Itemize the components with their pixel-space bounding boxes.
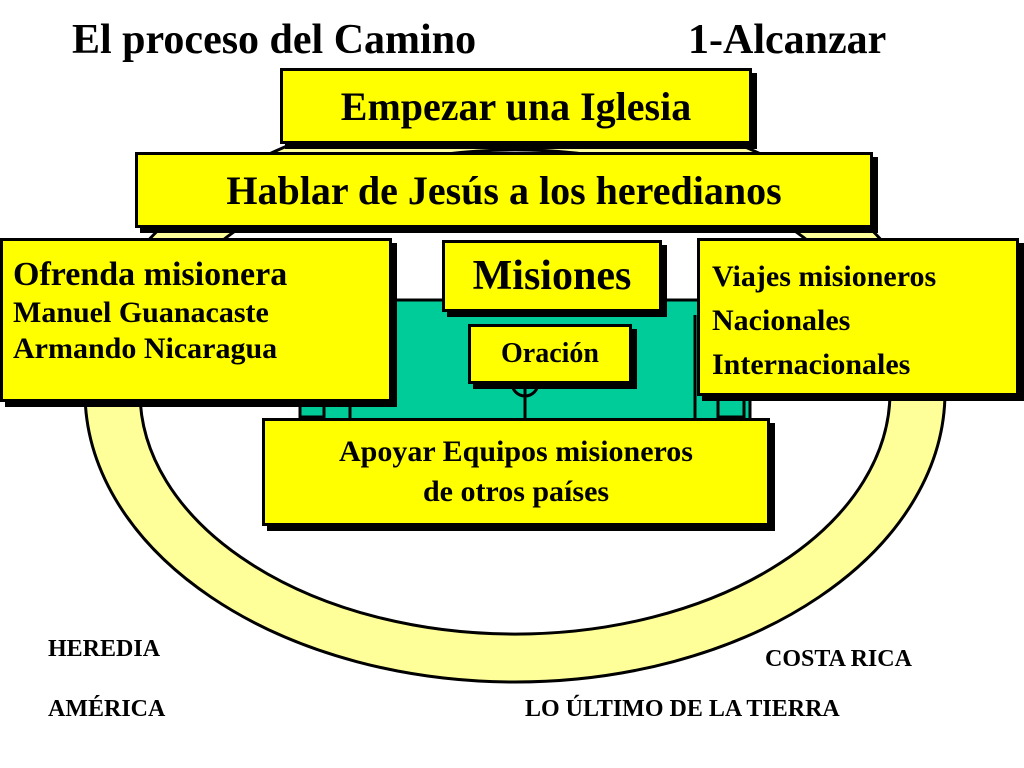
- box-support-teams: Apoyar Equipos misioneros de otros paíse…: [262, 418, 770, 526]
- box-prayer: Oración: [468, 324, 632, 384]
- box-talk-about-jesus: Hablar de Jesús a los heredianos: [135, 152, 873, 228]
- trips-line-national: Nacionales: [712, 304, 851, 337]
- box-start-church: Empezar una Iglesia: [280, 68, 752, 144]
- diagram-title: El proceso del Camino: [72, 17, 477, 63]
- offering-line-nicaragua: Armando Nicaragua: [13, 332, 278, 365]
- trips-heading: Viajes misioneros: [712, 260, 937, 293]
- support-line-2: de otros países: [422, 475, 610, 508]
- offering-heading: Ofrenda misionera: [13, 256, 288, 293]
- box-talk-about-jesus-label: Hablar de Jesús a los heredianos: [226, 167, 782, 213]
- offering-line-guanacaste: Manuel Guanacaste: [13, 296, 269, 329]
- region-heredia: HEREDIA: [48, 636, 161, 662]
- support-line-1: Apoyar Equipos misioneros: [339, 435, 693, 468]
- diagram-step-title: 1-Alcanzar: [688, 17, 887, 63]
- box-missionary-offering: Ofrenda misionera Manuel Guanacaste Arma…: [0, 238, 392, 402]
- region-costa-rica: COSTA RICA: [765, 646, 912, 672]
- region-ends-of-earth: LO ÚLTIMO DE LA TIERRA: [525, 696, 840, 722]
- box-start-church-label: Empezar una Iglesia: [340, 83, 692, 129]
- box-missions-label: Misiones: [472, 253, 632, 299]
- region-america: AMÉRICA: [48, 696, 166, 722]
- box-missionary-trips: Viajes misioneros Nacionales Internacion…: [697, 238, 1019, 396]
- trips-line-international: Internacionales: [712, 348, 911, 381]
- box-prayer-label: Oración: [501, 338, 599, 369]
- box-missions: Misiones: [442, 240, 662, 312]
